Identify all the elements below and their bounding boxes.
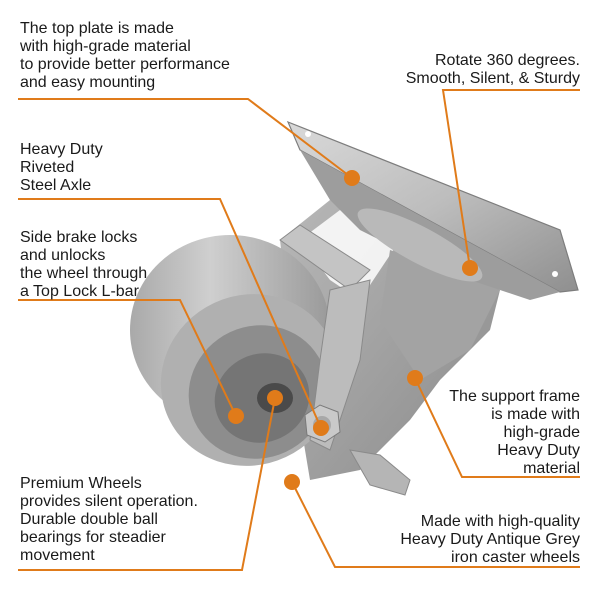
callout-dots [228, 170, 478, 490]
leader-line-rotate [441, 89, 580, 269]
callout-wheels: Premium Wheels provides silent operation… [20, 475, 198, 564]
leader-line-iron [291, 481, 580, 568]
callout-frame: The support frame is made with high-grad… [449, 388, 580, 477]
callout-lines [18, 89, 580, 571]
leader-line-wheels [18, 397, 276, 571]
callout-dot-rotate [462, 260, 478, 276]
callout-dot-iron [284, 474, 300, 490]
top-plate [286, 120, 579, 300]
callout-dot-axle [313, 420, 329, 436]
callout-dot-brake [228, 408, 244, 424]
leader-line-frame [414, 377, 580, 478]
leader-line-brake [18, 299, 237, 417]
callout-rotate: Rotate 360 degrees. Smooth, Silent, & St… [405, 52, 580, 87]
callout-iron: Made with high-quality Heavy Duty Antiqu… [400, 513, 580, 566]
leader-line-axle [18, 198, 322, 429]
callout-axle: Heavy Duty Riveted Steel Axle [20, 141, 103, 194]
callout-brake: Side brake locks and unlocks the wheel t… [20, 229, 148, 300]
callout-dot-top-plate [344, 170, 360, 186]
leader-line-top-plate [18, 98, 353, 179]
callout-top-plate: The top plate is made with high-grade ma… [20, 20, 230, 91]
callout-dot-wheels [267, 390, 283, 406]
callout-dot-frame [407, 370, 423, 386]
